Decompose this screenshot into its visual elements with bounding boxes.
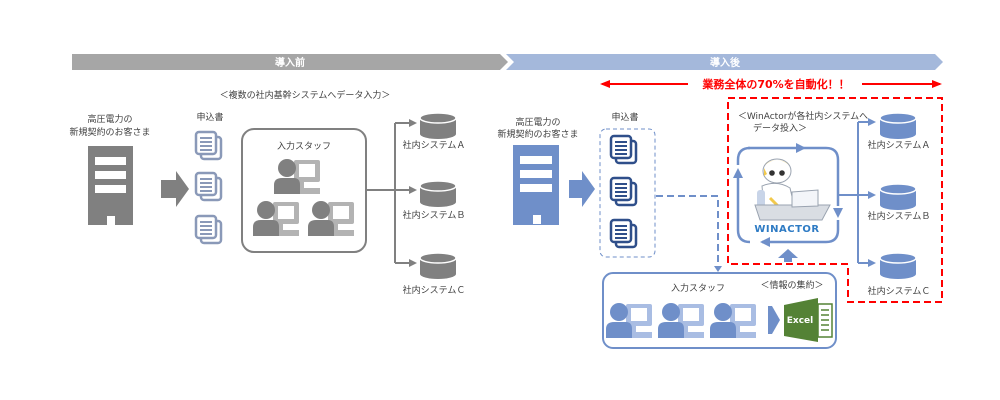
upload-arrow-icon [778, 249, 798, 262]
aggregation-label: ＜情報の集約＞ [760, 279, 823, 291]
before-system-a-label: 社内システムＡ [403, 139, 466, 151]
staff-at-pc-icon [274, 159, 320, 194]
before-customer-label-line2: 新規契約のお客さま [69, 126, 150, 138]
excel-icon [784, 298, 833, 342]
after-system-b-label: 社内システムＢ [868, 210, 931, 222]
after-customer-label-line2: 新規契約のお客さま [497, 128, 578, 140]
phase-banner: 導入前 導入後 [72, 54, 943, 70]
winactor-logo: WINACTOR [754, 224, 819, 235]
staff-at-pc-icon [710, 303, 756, 338]
after-customer-label-line1: 高圧電力の [515, 116, 560, 128]
before-system-c-label: 社内システムＣ [403, 284, 466, 296]
before-customer-label-line1: 高圧電力の [87, 113, 132, 125]
loop-arrow-icon [796, 143, 806, 153]
before-staff-label: 入力スタッフ [277, 140, 331, 152]
connector-arrowhead-icon [714, 266, 722, 272]
application-form-icon [194, 214, 223, 245]
before-section: ＜複数の社内基幹システムへデータ入力＞ 高圧電力の 新規契約のお客さま 申込書 … [69, 89, 465, 296]
before-phase-label: 導入前 [275, 56, 305, 69]
forms-to-staff-connector [656, 195, 719, 266]
automation-scope-border [727, 97, 943, 303]
winactor-caption-line1: ＜WinActorが各社内システムへ [738, 110, 868, 122]
after-system-connectors [838, 118, 876, 267]
application-form-icon [609, 218, 638, 249]
before-phase-bar [72, 54, 508, 70]
after-phase-bar [506, 54, 943, 70]
staff-at-pc-icon [658, 303, 704, 338]
automation-headline: 業務全体の70%を自動化！！ [701, 77, 849, 91]
after-forms-label: 申込書 [611, 111, 638, 123]
winactor-caption-line2: データ投入＞ [753, 122, 807, 134]
database-icon [419, 252, 457, 280]
database-icon [419, 180, 457, 208]
loop-arrow-icon [760, 237, 770, 247]
winactor-robot-icon [754, 158, 831, 221]
database-icon [879, 183, 917, 211]
before-subtitle: ＜複数の社内基幹システムへデータ入力＞ [220, 89, 391, 101]
before-system-b-label: 社内システムＢ [403, 209, 466, 221]
loop-arrow-icon [833, 208, 843, 218]
customer-building-icon [513, 145, 559, 225]
application-form-icon [194, 130, 223, 161]
after-system-a-label: 社内システムＡ [868, 139, 931, 151]
to-excel-arrow-icon [768, 306, 780, 334]
flow-arrow-icon [569, 171, 595, 207]
database-icon [879, 112, 917, 140]
application-form-icon [194, 171, 223, 202]
after-input-staff-box [602, 272, 837, 349]
after-system-c-label: 社内システムＣ [868, 285, 931, 297]
database-icon [419, 112, 457, 140]
loop-arrow-icon [733, 168, 743, 178]
after-staff-label: 入力スタッフ [671, 282, 725, 294]
database-icon [879, 252, 917, 280]
staff-at-pc-icon [308, 201, 354, 236]
before-system-connectors [366, 119, 417, 267]
excel-label: Excel [787, 316, 813, 326]
forms-group-border [599, 128, 656, 258]
winactor-loop [736, 146, 840, 244]
application-form-icon [609, 176, 638, 207]
application-form-icon [609, 134, 638, 165]
flow-arrow-icon [161, 171, 189, 207]
customer-building-icon [88, 146, 133, 225]
before-forms-label: 申込書 [196, 111, 223, 123]
staff-at-pc-icon [253, 201, 299, 236]
after-phase-label: 導入後 [710, 56, 741, 69]
after-section: 業務全体の70%を自動化！！ 高圧電力の 新規契約のお客さま 申込書 ＜WinA… [497, 77, 943, 349]
staff-at-pc-icon [606, 303, 652, 338]
